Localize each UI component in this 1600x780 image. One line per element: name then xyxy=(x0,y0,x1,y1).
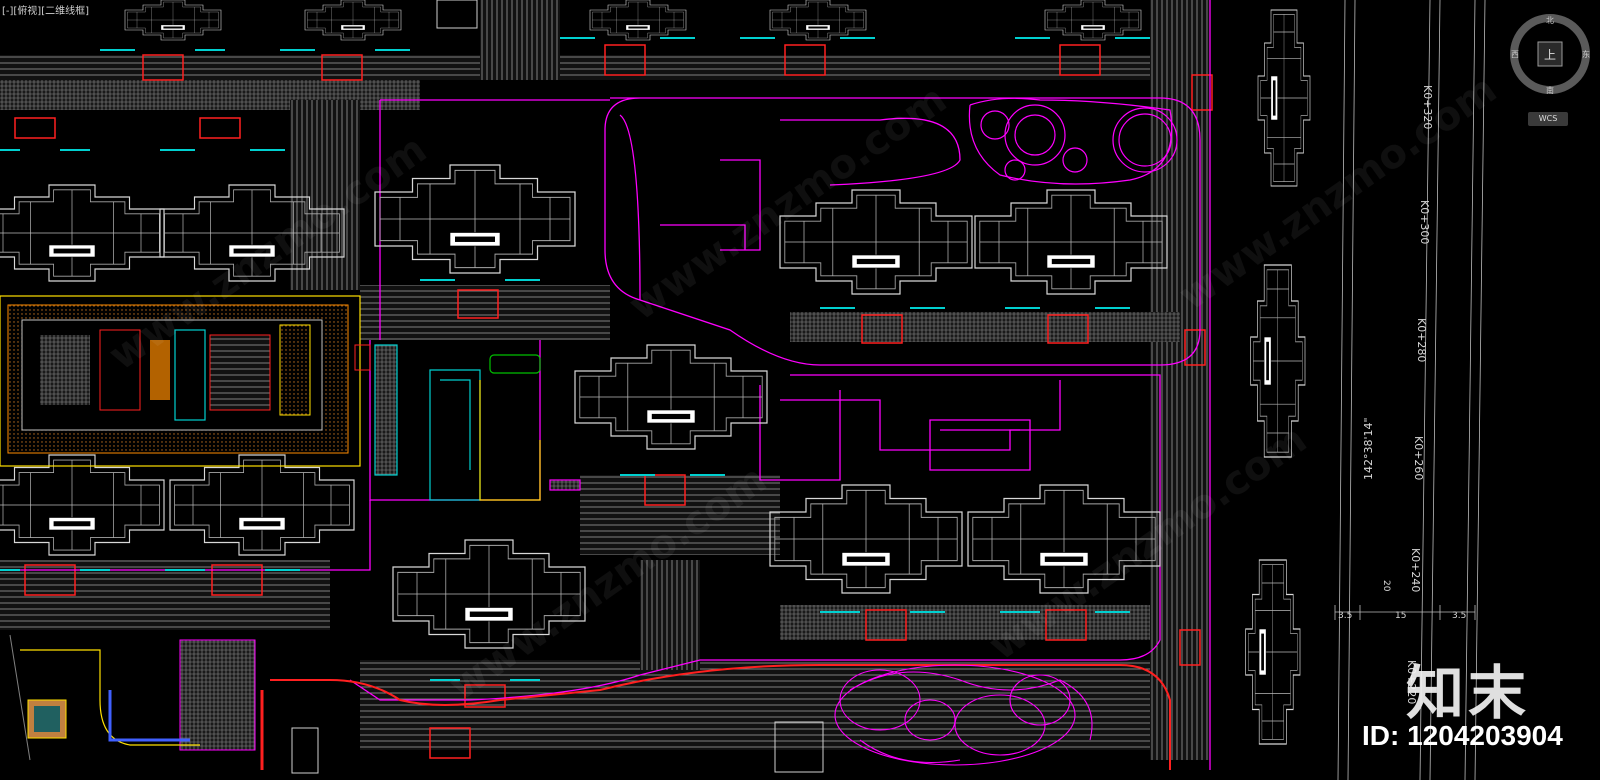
clubhouse xyxy=(0,295,371,467)
station-label: K0+280 xyxy=(1415,318,1428,362)
central-plaza-paving xyxy=(580,475,780,555)
court-area xyxy=(374,344,581,501)
bottom-garden xyxy=(834,664,1093,766)
view-cube-face-label[interactable]: 上 xyxy=(1544,48,1556,62)
top-garden xyxy=(968,97,1178,185)
east-road xyxy=(1334,0,1486,780)
road-dim-label: 15 xyxy=(1395,611,1406,621)
station-label: K0+260 xyxy=(1412,436,1425,480)
station-label: K0+220 xyxy=(1405,660,1418,704)
misc-structures xyxy=(291,0,824,774)
fire-lane xyxy=(270,664,1171,770)
compass-west[interactable]: 西 xyxy=(1511,50,1519,59)
lower-court-paving xyxy=(780,605,1150,640)
entry-steps xyxy=(0,37,1150,681)
road-dim-label: 3.5 xyxy=(1452,611,1466,621)
compass-north[interactable]: 北 xyxy=(1546,16,1554,25)
top-walkway xyxy=(480,0,560,80)
road-dim-label: 20 xyxy=(1381,580,1391,592)
entrance-markers xyxy=(14,44,1213,759)
asset-id: ID: 1204203904 xyxy=(1362,720,1563,751)
station-label: K0+300 xyxy=(1418,200,1431,244)
left-walkway xyxy=(290,100,360,290)
mid-paving-band xyxy=(360,285,610,340)
station-labels: K0+320 K0+300 K0+280 K0+260 K0+240 K0+22… xyxy=(1338,85,1466,704)
top-paving-band xyxy=(0,55,1190,80)
central-walkway xyxy=(640,560,700,670)
playground xyxy=(9,634,256,761)
view-cube[interactable]: 上 北 东 南 西 xyxy=(1508,12,1592,96)
road-angle-label: 142°38'14" xyxy=(1362,417,1375,480)
bottom-paving xyxy=(360,660,1150,750)
upper-court-paving xyxy=(790,312,1180,342)
compass-ring-icon: 上 北 东 南 西 xyxy=(1510,14,1590,95)
compass-south[interactable]: 南 xyxy=(1546,85,1554,95)
road-dim-label: 3.5 xyxy=(1338,611,1352,621)
station-label: K0+320 xyxy=(1421,85,1434,129)
viewport-label[interactable]: [-][俯视][二维线框] xyxy=(2,6,90,17)
wcs-menu-button[interactable]: WCS xyxy=(1528,112,1568,126)
brand-logo: 知末 xyxy=(1406,659,1531,727)
road-boundaries xyxy=(0,0,1211,770)
station-label: K0+240 xyxy=(1409,548,1422,592)
compass-east[interactable]: 东 xyxy=(1582,49,1590,59)
